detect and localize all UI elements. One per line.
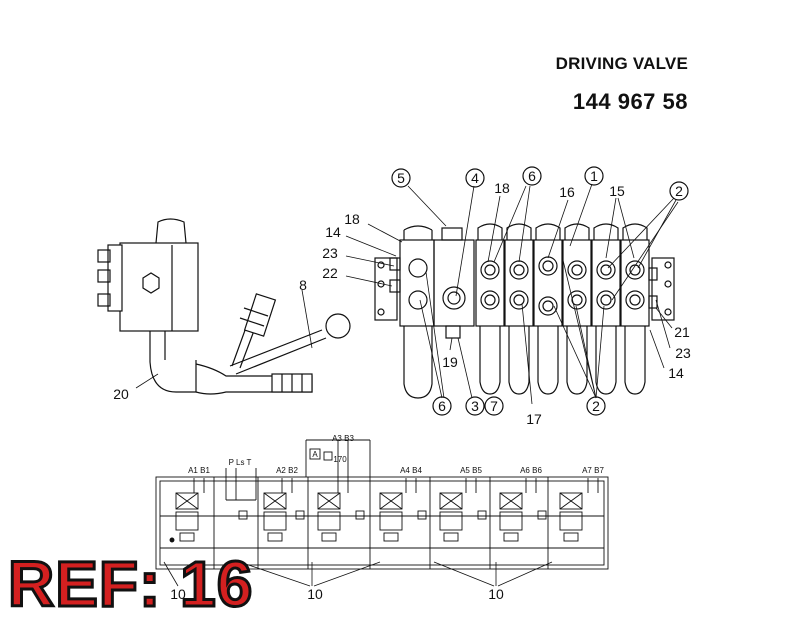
callout-14-left: 14 [325, 224, 341, 240]
callout-4: 4 [471, 170, 479, 186]
callout-circle-6-bottom [432, 396, 452, 416]
port-label-6: A6 B6 [520, 466, 542, 475]
callout-7: 7 [490, 398, 498, 414]
callout-5: 5 [397, 170, 405, 186]
callout-circle-7 [484, 396, 504, 416]
callout-18-top: 18 [494, 180, 510, 196]
callout-16: 16 [559, 184, 575, 200]
port-label-7: A7 B7 [582, 466, 604, 475]
callout-10-a: 10 [170, 586, 186, 602]
part-number: 144 967 58 [572, 89, 688, 114]
schematic-box-label: A [312, 450, 318, 459]
callout-3: 3 [471, 398, 479, 414]
callout-15: 15 [609, 183, 625, 199]
port-label-3: A3 B3 [332, 434, 354, 443]
port-label-2: A2 B2 [276, 466, 298, 475]
callout-6-top: 6 [528, 168, 536, 184]
callout-circle-3 [465, 396, 485, 416]
callout-circle-2-bottom [586, 396, 606, 416]
callout-10-c: 10 [488, 586, 504, 602]
callout-2-top: 2 [675, 183, 683, 199]
drawing-title: DRIVING VALVE [555, 54, 688, 73]
callout-22: 22 [322, 265, 338, 281]
callout-17: 17 [526, 411, 542, 427]
port-label-1: A1 B1 [188, 466, 210, 475]
callout-21: 21 [674, 324, 690, 340]
ref-label: REF: 16 [6, 548, 254, 620]
valve-bank [374, 223, 675, 399]
callout-circle-6-top [522, 166, 542, 186]
port-label-supply: P Ls T [229, 458, 252, 467]
callout-23-left: 23 [322, 245, 338, 261]
callout-circle-2-top [669, 181, 689, 201]
callout-10-b: 10 [307, 586, 323, 602]
callout-circle-5 [391, 168, 411, 188]
port-label-5: A5 B5 [460, 466, 482, 475]
callout-8: 8 [299, 277, 307, 293]
callout-19: 19 [442, 354, 458, 370]
pressure-label: 170 [333, 455, 347, 464]
callout-23-right: 23 [675, 345, 691, 361]
callout-20: 20 [113, 386, 129, 402]
callout-circle-4 [465, 168, 485, 188]
callout-6-bottom: 6 [438, 398, 446, 414]
callout-2-bottom: 2 [592, 398, 600, 414]
hydraulic-schematic [155, 439, 609, 570]
port-label-4: A4 B4 [400, 466, 422, 475]
callout-1: 1 [590, 168, 598, 184]
joystick-assembly [97, 218, 351, 395]
callout-circle-1 [584, 166, 604, 186]
callout-14-right: 14 [668, 365, 684, 381]
callout-18-left: 18 [344, 211, 360, 227]
